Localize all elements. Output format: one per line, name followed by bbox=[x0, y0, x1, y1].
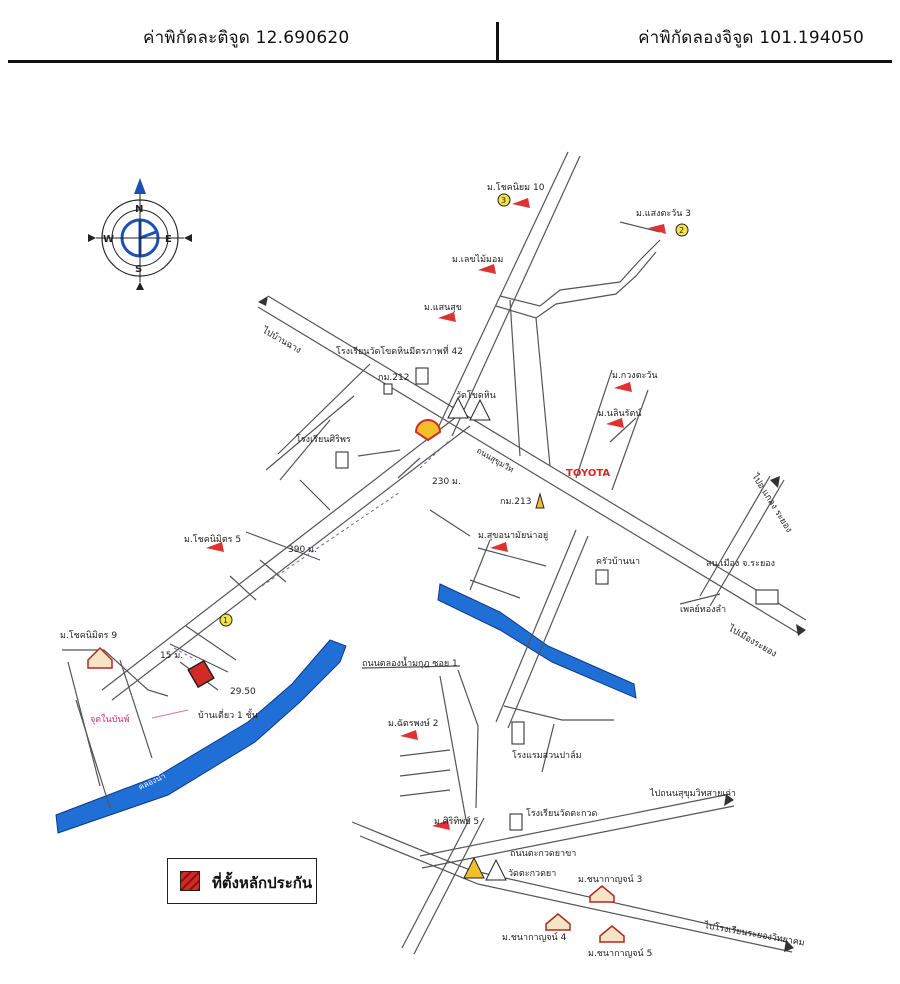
site-marker bbox=[187, 659, 215, 689]
label-dist-29: 29.50 bbox=[230, 687, 256, 697]
legend-site-swatch bbox=[180, 871, 200, 891]
header-divider bbox=[496, 22, 499, 60]
arrow-icon bbox=[784, 940, 794, 952]
house-icon bbox=[545, 913, 571, 931]
river-lower bbox=[55, 639, 347, 834]
arrow-icon bbox=[796, 624, 806, 636]
flag-icon bbox=[512, 198, 530, 208]
bell-icon bbox=[535, 492, 545, 509]
arrow-icon bbox=[724, 794, 734, 806]
compass-n: N bbox=[135, 204, 143, 215]
label-to-rayong-city: ไปเมืองระยอง bbox=[726, 623, 779, 660]
label-temple-kradai: วัดตะกวดยา bbox=[508, 869, 556, 879]
label-chanakan4: ม.ชนากาญจน์ 4 bbox=[502, 931, 567, 943]
arrow-icon bbox=[770, 476, 780, 488]
label-school-thukkrada: โรงเรียนวัดตะกวด bbox=[526, 808, 597, 819]
label-bapiom: ม.เลขไม้มอม bbox=[452, 254, 503, 265]
label-siritip5: ม.ศิริทิพย์ 5 bbox=[434, 815, 479, 827]
restaurant-icon bbox=[595, 569, 609, 585]
label-to-bankhai: ไปบ้านฉาง bbox=[260, 325, 303, 356]
label-chattraphong2: ม.ฉัตรพงษ์ 2 bbox=[388, 717, 438, 729]
label-chanakan5: ม.ชนากาญจน์ 5 bbox=[588, 947, 652, 959]
label-choknimit5: ม.โชคนิมิตร 5 bbox=[184, 534, 241, 545]
label-temple-khodhin: วัดโขดหิน bbox=[456, 390, 496, 401]
distance-guides bbox=[173, 439, 451, 661]
map-legend: ที่ตั้งหลักประกัน bbox=[167, 858, 317, 904]
flag-icon bbox=[400, 730, 418, 740]
label-suanpattana: ม.สุขอนามัยน่าอยู่ bbox=[478, 531, 548, 541]
marker-2-label: 2 bbox=[679, 226, 684, 235]
label-nilrat: ม.นลินรัตน์ bbox=[598, 407, 642, 419]
label-choknimit9: ม.โชคนิมิตร 9 bbox=[60, 630, 117, 641]
flag-icon bbox=[206, 542, 224, 552]
temple-khodhin-icon bbox=[447, 396, 491, 421]
shell-icon bbox=[414, 419, 442, 442]
label-toyota: TOYOTA bbox=[566, 468, 610, 479]
label-school-sirikorn: โรงเรียนศิริพร bbox=[296, 434, 351, 445]
compass-rose bbox=[88, 178, 192, 290]
label-km213: กม.213 bbox=[500, 497, 531, 507]
house-icon bbox=[589, 885, 615, 903]
school-icon bbox=[335, 451, 349, 469]
label-soi1: ถนนตลองน้ำมกุฎ ซอย 1 bbox=[362, 656, 458, 669]
label-chokniyom10: ม.โชคนิยม 10 bbox=[487, 182, 545, 193]
temple-kradai-icon bbox=[463, 856, 507, 881]
flag-icon bbox=[648, 224, 666, 234]
label-krua-baannah: ครัวบ้านนา bbox=[596, 556, 640, 567]
coordinate-header: ค่าพิกัดละติจูด 12.690620 ค่าพิกัดลองจิจ… bbox=[8, 0, 892, 63]
marker-2-icon bbox=[675, 223, 689, 237]
label-dist-230: 230 ม. bbox=[432, 477, 461, 487]
label-kwangtawan: ม.กวงตะวัน bbox=[612, 371, 658, 381]
house-icons bbox=[87, 646, 625, 943]
arrow-icon bbox=[258, 296, 268, 306]
flag-icon bbox=[490, 542, 508, 552]
compass-e: E bbox=[165, 234, 172, 245]
marker-1-icon bbox=[219, 613, 233, 627]
condo-icon bbox=[511, 721, 525, 745]
label-sengtawan3: ม.แสงตะวัน 3 bbox=[636, 209, 691, 219]
label-house: บ้านเดี่ยว 1 ชั้น bbox=[198, 708, 258, 721]
government-office-icon bbox=[755, 589, 779, 605]
school-icon bbox=[415, 367, 429, 385]
longitude-label: ค่าพิกัดลองจิจูด 101.194050 bbox=[638, 28, 864, 48]
label-condo: โรงแรมสวนปาล์ม bbox=[512, 749, 582, 761]
label-ugc: จุดในบันพ์ bbox=[90, 713, 130, 725]
village-icons bbox=[206, 198, 666, 830]
compass-w: W bbox=[103, 234, 114, 245]
label-chanakan3: ม.ชนากาญจน์ 3 bbox=[578, 873, 642, 885]
river-upper bbox=[437, 583, 637, 699]
marker-1-label: 1 bbox=[223, 616, 228, 625]
house-icon bbox=[599, 925, 625, 943]
label-police212: กม.212 bbox=[378, 373, 409, 383]
label-school42: โรงเรียนวัดโขดหินมีตรภาพที่ 42 bbox=[336, 344, 463, 357]
label-to-sukhumvit: ไปถนนสุขุมวิทสายเก่า bbox=[649, 788, 736, 799]
marker-3-label: 3 bbox=[501, 196, 506, 205]
label-saensuk: ม.แสนสุข bbox=[424, 303, 462, 313]
latitude-label: ค่าพิกัดละติจูด 12.690620 bbox=[143, 28, 350, 48]
label-plaza: เพลย์ทองลำ bbox=[680, 603, 726, 615]
label-rayong-city: สน.เมือง จ.ระยอง bbox=[706, 558, 775, 569]
school-icon bbox=[509, 813, 523, 831]
label-dist-15: 15 ม. bbox=[160, 651, 183, 661]
flag-icon bbox=[478, 264, 496, 274]
flag-icon bbox=[432, 820, 450, 830]
house-icon bbox=[87, 646, 113, 669]
compass-s: S bbox=[135, 264, 142, 275]
road-network bbox=[62, 151, 807, 955]
site-arrow bbox=[151, 709, 189, 719]
flag-icon bbox=[614, 382, 632, 392]
flag-icon bbox=[606, 418, 624, 428]
legend-label: ที่ตั้งหลักประกัน bbox=[212, 874, 313, 892]
label-road-kradai: ถนนตะกวดยาขา bbox=[510, 849, 576, 859]
marker-3-icon bbox=[497, 193, 511, 207]
label-dist-390: 390 ม. bbox=[288, 545, 317, 555]
police-post-icon bbox=[383, 383, 393, 395]
flag-icon bbox=[438, 312, 456, 322]
